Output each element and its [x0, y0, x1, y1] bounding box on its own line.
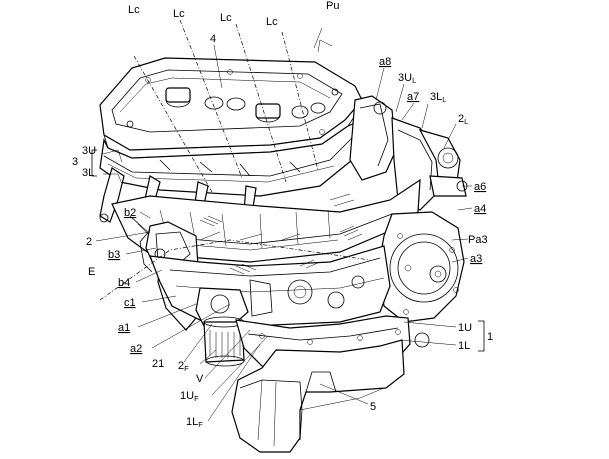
- cylinder-head: [99, 118, 363, 223]
- label-1LF: 1LF: [186, 416, 203, 429]
- label-4: 4: [210, 33, 216, 45]
- label-3LL: 3LL: [430, 91, 446, 104]
- label-Pa3: Pa3: [468, 234, 488, 246]
- label-Pu: Pu: [326, 0, 339, 12]
- label-b2: b2: [124, 207, 136, 219]
- label-V: V: [196, 373, 204, 385]
- label-2L: 2L: [458, 113, 468, 126]
- label-a1: a1: [118, 322, 130, 334]
- label-2F: 2F: [178, 360, 189, 373]
- label-1: 1: [487, 331, 493, 343]
- label-Lc-1: Lc: [128, 4, 140, 16]
- label-3: 3: [72, 156, 78, 168]
- label-2: 2: [86, 236, 92, 248]
- cam-drive-assembly: [349, 95, 468, 211]
- label-1L: 1L: [458, 340, 470, 352]
- label-Lc-2: Lc: [173, 8, 185, 20]
- cam-cover: [99, 57, 363, 159]
- label-Lc-4: Lc: [266, 16, 278, 28]
- label-b4: b4: [118, 277, 130, 289]
- label-b3: b3: [108, 249, 120, 261]
- label-a2: a2: [130, 343, 142, 355]
- label-a6: a6: [474, 181, 486, 193]
- label-3L: 3L: [82, 167, 94, 179]
- label-1UF: 1UF: [180, 390, 199, 403]
- oil-filter: [195, 287, 249, 367]
- engine-illustration: [99, 19, 468, 453]
- label-5: 5: [370, 401, 376, 413]
- section-hatching: [199, 193, 355, 241]
- label-c1: c1: [124, 297, 136, 309]
- label-a3: a3: [470, 253, 482, 265]
- leader-lines: [91, 27, 485, 422]
- label-21: 21: [152, 358, 164, 370]
- label-a7: a7: [407, 91, 419, 103]
- label-E: E: [88, 266, 95, 278]
- label-a8: a8: [379, 56, 391, 68]
- oil-pan: [231, 339, 405, 453]
- reference-labels: Lc Lc Lc Lc Pu 4 a8 3UL a7 3LL 2L 3U 3 3…: [72, 0, 493, 429]
- label-3U: 3U: [82, 145, 96, 157]
- label-Lc-3: Lc: [220, 12, 232, 24]
- section-lines: [99, 19, 371, 301]
- label-a4: a4: [474, 203, 486, 215]
- side-cover: [377, 211, 465, 348]
- label-3UL: 3UL: [398, 72, 416, 85]
- label-1U: 1U: [458, 322, 472, 334]
